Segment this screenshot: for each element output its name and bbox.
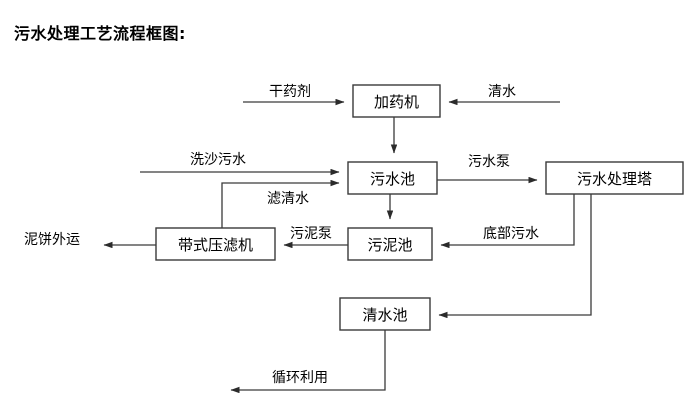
edge-bottom-sewage: 底部污水 (440, 194, 575, 249)
node-sewage-pool[interactable]: 污水池 (347, 161, 438, 195)
node-label-sludge-pool: 污泥池 (367, 236, 412, 254)
node-belt-filter-press[interactable]: 带式压滤机 (155, 227, 276, 261)
edge-label-bottom-sewage: 底部污水 (483, 226, 539, 242)
page-title: 污水处理工艺流程框图: (14, 24, 186, 43)
edge-filtrate-return: 滤清水 (221, 179, 340, 228)
edge-label-sludge-pump: 污泥泵 (290, 226, 332, 242)
edge-label-clear-water: 清水 (488, 84, 516, 100)
edge-label-mud-cake: 泥饼外运 (24, 232, 80, 248)
node-sludge-pool[interactable]: 污泥池 (347, 227, 433, 261)
node-label-belt-filter-press: 带式压滤机 (178, 236, 253, 254)
node-label-dosing-machine: 加药机 (374, 93, 419, 111)
node-label-sewage-pool: 污水池 (370, 170, 415, 188)
edge-sewage-pump: 污水泵 (437, 154, 538, 184)
node-treatment-tower[interactable]: 污水处理塔 (545, 161, 684, 195)
node-label-clear-water-pool: 清水池 (362, 306, 407, 324)
edge-label-dry-agent: 干药剂 (269, 84, 311, 100)
edge-clear-water-in: 清水 (448, 84, 560, 106)
edge-label-recycle: 循环利用 (272, 370, 328, 386)
edge-label-sand-wash-sewage: 洗沙污水 (190, 152, 246, 168)
edge-label-filtrate: 滤清水 (267, 191, 309, 207)
edge-tower-to-clear-water-pool (438, 194, 592, 319)
edge-dry-agent-in: 干药剂 (243, 84, 345, 106)
edge-mud-cake-out: 泥饼外运 (24, 232, 156, 249)
node-clear-water-pool[interactable]: 清水池 (339, 297, 431, 331)
edge-sludge-pump: 污泥泵 (283, 226, 348, 249)
node-label-treatment-tower: 污水处理塔 (577, 170, 652, 188)
edge-label-sewage-pump: 污水泵 (468, 154, 510, 170)
node-dosing-machine[interactable]: 加药机 (352, 84, 441, 118)
edge-sand-wash-sewage-in: 洗沙污水 (140, 152, 340, 176)
edge-recycle-out: 循环利用 (230, 330, 386, 394)
